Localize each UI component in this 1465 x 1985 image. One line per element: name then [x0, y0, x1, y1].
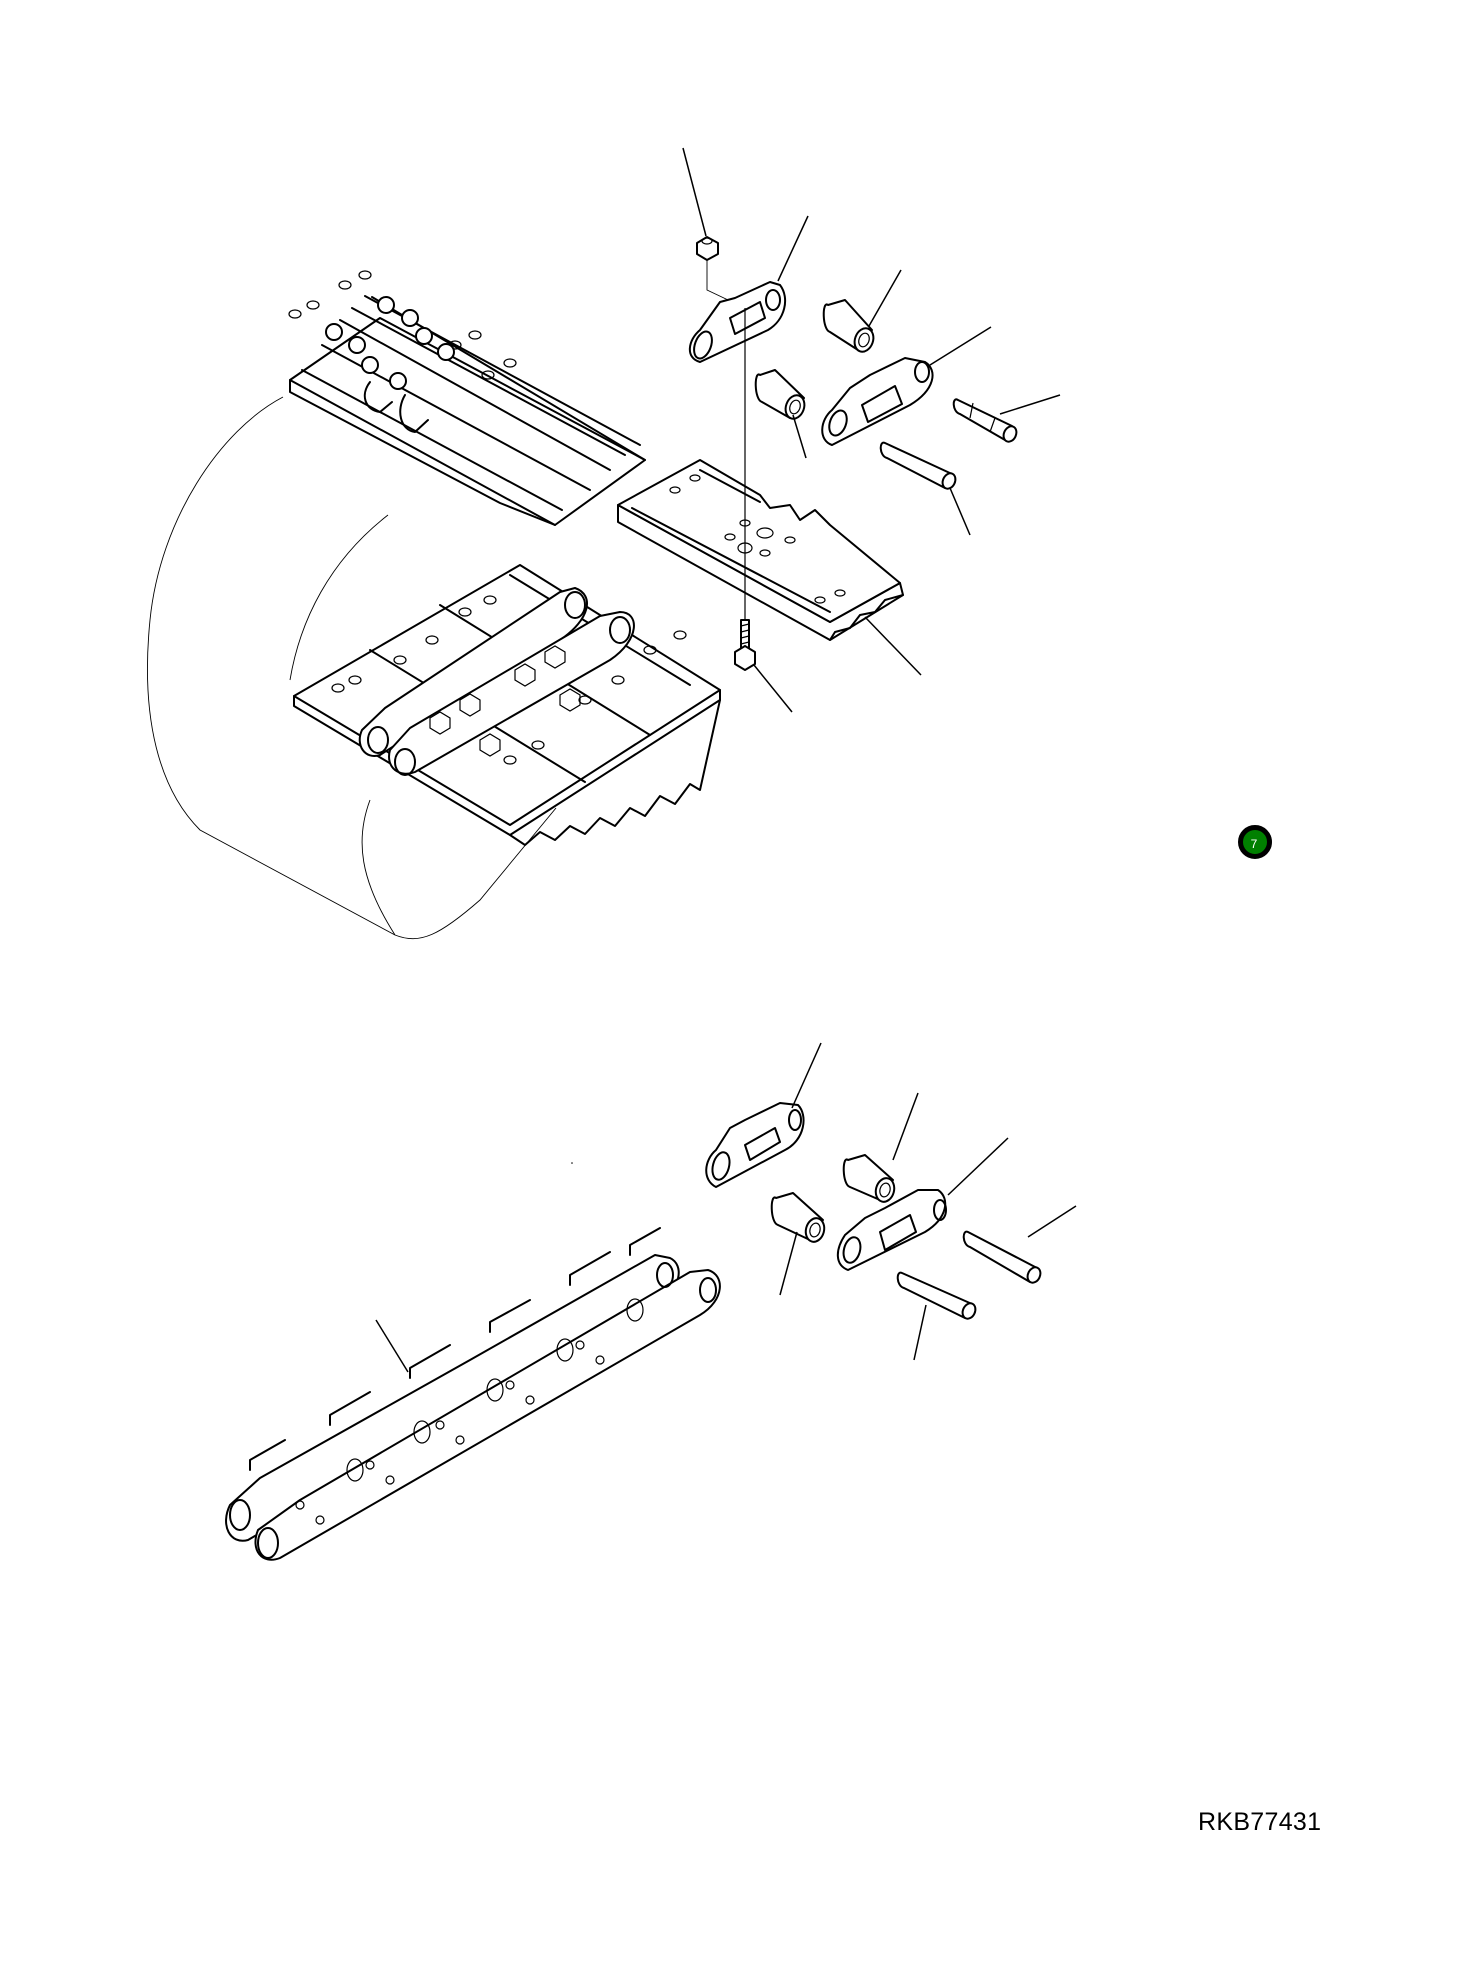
link-ears: [363, 381, 429, 433]
nut-upper: [696, 236, 719, 261]
track-shoe-lower-with-chain: [293, 564, 721, 846]
upper-assembly-figure: [147, 147, 1061, 940]
page-badge-label: 7: [1250, 837, 1258, 851]
leader-lines-upper: [682, 147, 1061, 713]
bushing-lower-2: [770, 1192, 826, 1243]
shoe-bolt-heads: [325, 296, 455, 390]
track-shoe-upper: [288, 270, 646, 526]
track-link-chain: [225, 1227, 721, 1561]
page-badge: 7: [1238, 825, 1272, 859]
illustration-code: RKB77431: [1198, 1808, 1322, 1836]
master-link-left-lower: [705, 1102, 805, 1188]
pin-lower-2: [896, 1271, 977, 1320]
pin-1: [952, 398, 1018, 443]
pin-lower-1: [962, 1230, 1042, 1284]
pin-2: [879, 441, 957, 490]
bushing-1: [822, 299, 875, 353]
bushing-2: [754, 369, 806, 420]
master-link-right-upper: [821, 357, 934, 446]
master-link-left-upper: [688, 281, 787, 363]
stray-dot: [571, 1162, 573, 1164]
shoe-bolt: [734, 619, 756, 671]
bushing-lower-1: [842, 1154, 896, 1203]
master-link-right-lower: [836, 1189, 947, 1271]
lower-chain-figure: [225, 1042, 1077, 1561]
track-loop-outline: [147, 396, 557, 940]
leader-lines-lower: [375, 1042, 1077, 1373]
track-shoe-exploded: [617, 459, 904, 641]
